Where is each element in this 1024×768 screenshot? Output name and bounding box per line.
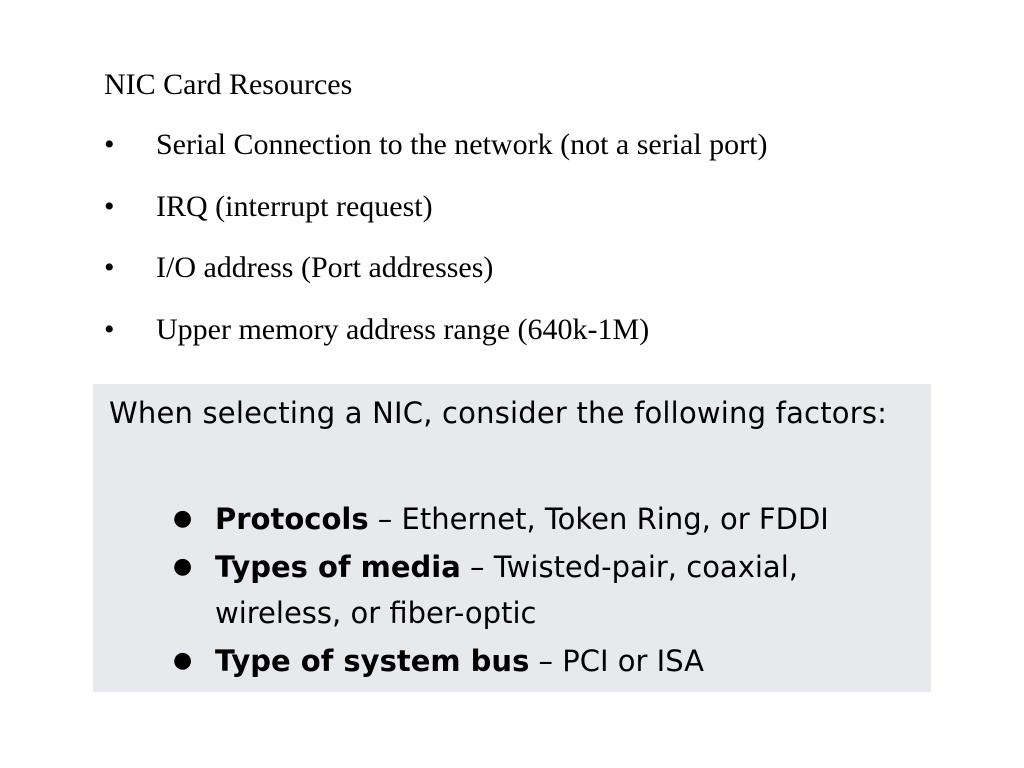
- factor-list: ● Protocols – Ethernet, Token Ring, or F…: [169, 496, 909, 686]
- bullet-icon: ●: [173, 648, 193, 673]
- callout-heading: When selecting a NIC, consider the follo…: [109, 396, 888, 430]
- factor-separator: –: [529, 644, 563, 678]
- factor-detail: PCI or ISA: [562, 644, 705, 678]
- nic-factors-callout: When selecting a NIC, consider the follo…: [93, 384, 931, 692]
- bullet-text: Upper memory address range (640k-1M): [156, 312, 650, 346]
- factor-detail: Ethernet, Token Ring, or FDDI: [401, 502, 829, 536]
- bullet-icon: •: [104, 312, 115, 346]
- factor-term: Type of system bus: [215, 644, 530, 678]
- bullet-text: IRQ (interrupt request): [156, 189, 433, 223]
- list-item: ● Type of system bus – PCI or ISA: [169, 638, 909, 684]
- bullet-icon: ●: [173, 506, 193, 531]
- bullet-icon: •: [104, 189, 115, 223]
- bullet-text: Serial Connection to the network (not a …: [156, 128, 768, 161]
- factor-detail: Twisted-pair, coaxial, wireless, or fibe…: [215, 550, 798, 630]
- bullet-icon: •: [104, 251, 115, 284]
- list-item: ● Protocols – Ethernet, Token Ring, or F…: [169, 496, 909, 542]
- slide-title: NIC Card Resources: [104, 68, 353, 101]
- factor-separator: –: [460, 550, 494, 584]
- bullet-icon: ●: [173, 554, 193, 579]
- factor-separator: –: [368, 502, 402, 536]
- bullet-icon: •: [104, 128, 115, 161]
- bullet-text: I/O address (Port addresses): [156, 251, 494, 284]
- factor-term: Types of media: [215, 550, 461, 584]
- list-item: ● Types of media – Twisted-pair, coaxial…: [169, 544, 909, 636]
- factor-term: Protocols: [215, 502, 369, 536]
